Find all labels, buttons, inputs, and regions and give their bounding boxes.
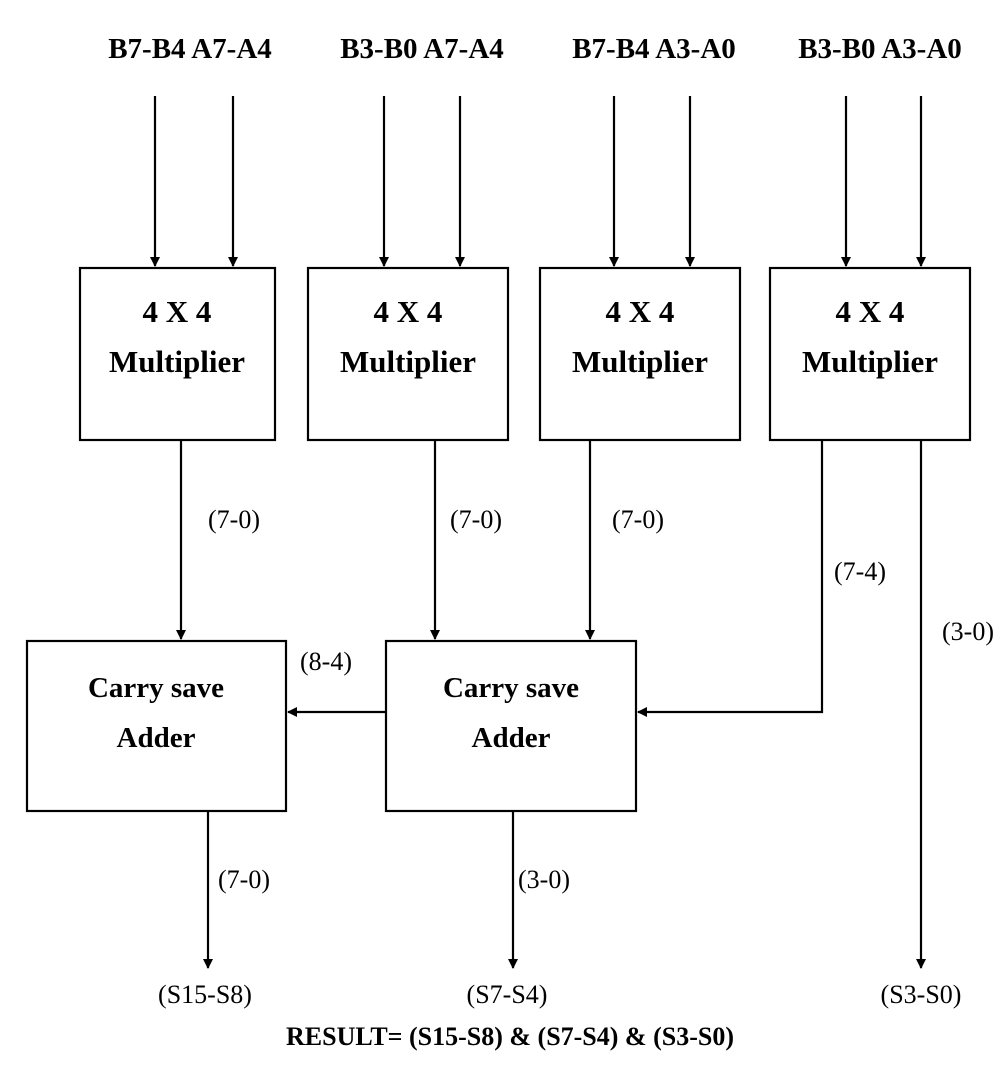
m1-out-label: (7-0) (208, 505, 260, 534)
m3-out-label: (7-0) (612, 505, 664, 534)
multiplier-size: 4 X 4 (606, 294, 675, 329)
m2-out-label: (7-0) (450, 505, 502, 534)
m4-low-label: (3-0) (942, 617, 994, 646)
multiplier-label: Multiplier (340, 344, 476, 379)
multiplier-box (768, 266, 972, 442)
input-arrows (150, 96, 926, 267)
multiplier-label: Multiplier (109, 344, 245, 379)
m4-high-label: (7-4) (834, 557, 886, 586)
adder-label: Carry save (88, 672, 224, 704)
multiplier-size: 4 X 4 (143, 294, 212, 329)
output-s3-s0: (S3-S0) (881, 980, 962, 1009)
multiplier-4: 4 X 4 Multiplier (768, 266, 972, 442)
output-labels: (S15-S8) (S7-S4) (S3-S0) (158, 980, 961, 1009)
input-2-label: B3-B0 A7-A4 (340, 33, 504, 65)
input-labels: B7-B4 A7-A4 B3-B0 A7-A4 B7-B4 A3-A0 B3-B… (108, 33, 962, 65)
multiplier-output-buses: (7-0) (7-0) (7-0) (7-4) (3-0) (176, 440, 994, 969)
output-s7-s4: (S7-S4) (467, 980, 548, 1009)
adder-label: Adder (117, 722, 196, 754)
multiplier-box (538, 266, 742, 442)
output-s15-s8: (S15-S8) (158, 980, 252, 1009)
multiplier-label: Multiplier (802, 344, 938, 379)
multiplier-1: 4 X 4 Multiplier (78, 266, 277, 442)
input-1-label: B7-B4 A7-A4 (108, 33, 272, 65)
carry-save-adder-1: Carry save Adder (25, 639, 288, 813)
adder-label: Adder (472, 722, 551, 754)
multiplier-box (78, 266, 277, 442)
multiplier-2: 4 X 4 Multiplier (306, 266, 510, 442)
adder-label: Carry save (443, 672, 579, 704)
multiplier-3: 4 X 4 Multiplier (538, 266, 742, 442)
multiplier-size: 4 X 4 (836, 294, 905, 329)
multiplier-label: Multiplier (572, 344, 708, 379)
adder-box (25, 639, 288, 813)
adder-box (384, 639, 638, 813)
multiplier-size: 4 X 4 (374, 294, 443, 329)
result-equation: RESULT= (S15-S8) & (S7-S4) & (S3-S0) (286, 1022, 734, 1051)
input-3-label: B7-B4 A3-A0 (572, 33, 736, 65)
carry-label: (8-4) (300, 647, 352, 676)
carry-save-adder-2: Carry save Adder (384, 639, 638, 813)
csa1-out-label: (7-0) (218, 865, 270, 894)
m4-high-to-csa2-arrow (637, 440, 824, 717)
multiplier-box (306, 266, 510, 442)
csa2-out-label: (3-0) (518, 865, 570, 894)
input-4-label: B3-B0 A3-A0 (798, 33, 962, 65)
